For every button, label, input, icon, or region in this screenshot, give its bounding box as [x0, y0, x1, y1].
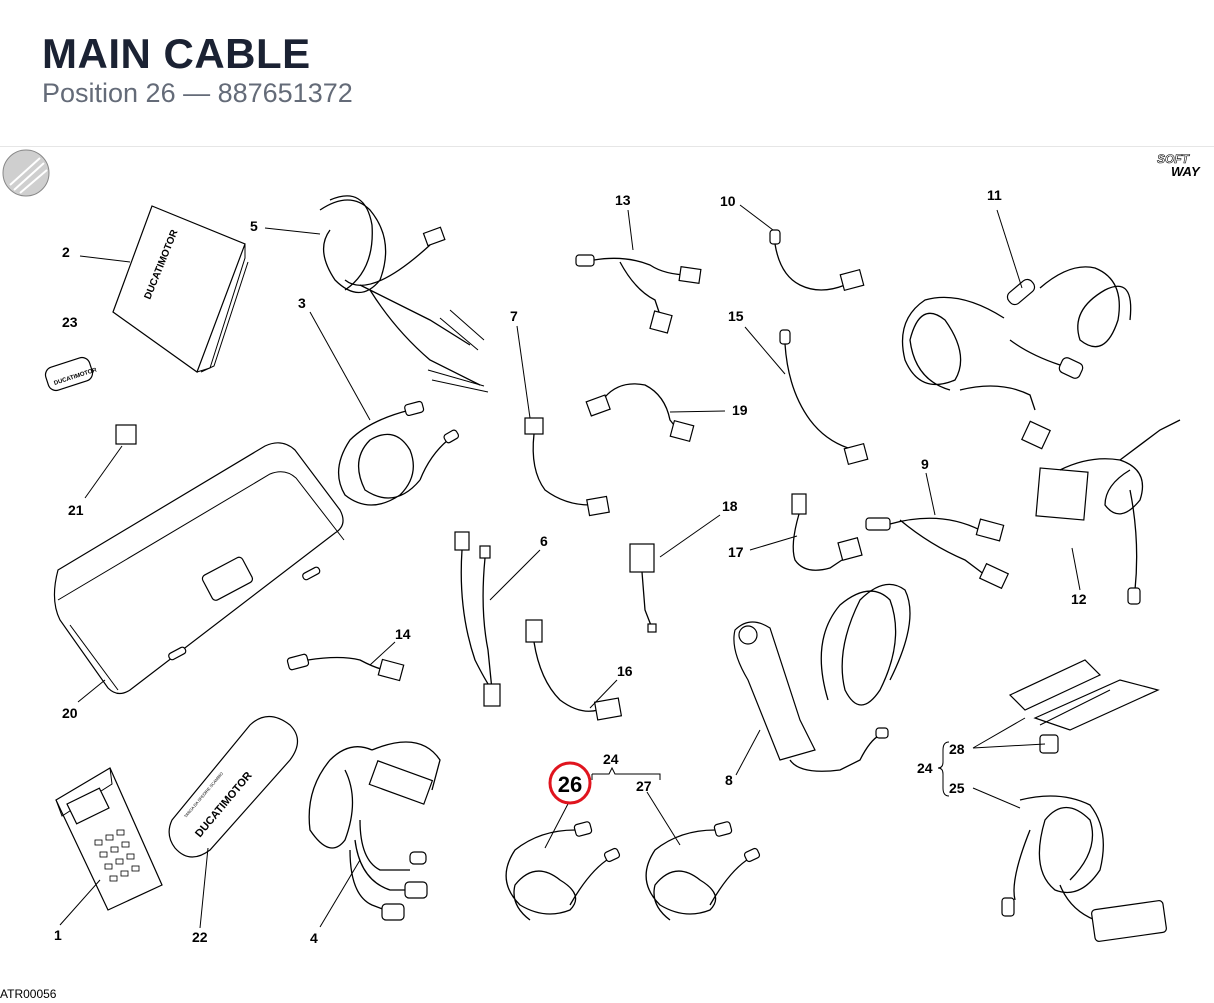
part-25-cable — [1001, 795, 1167, 942]
group-bracket-24 — [592, 766, 661, 780]
part-26-main-cable — [505, 821, 621, 921]
part-18-connector — [629, 543, 657, 633]
tonal-disc-icon — [2, 149, 50, 197]
label-5: 5 — [250, 218, 258, 234]
part-8-clamp-meter — [733, 583, 911, 772]
part-14-cable — [286, 653, 405, 682]
label-16: 16 — [617, 663, 633, 679]
label-26: 26 — [558, 772, 582, 797]
label-8: 8 — [725, 772, 733, 788]
part-9-cable — [865, 517, 1010, 590]
drawing-code: ATR00056 — [0, 987, 57, 1001]
label-14: 14 — [395, 626, 411, 642]
page-subtitle: Position 26 — 887651372 — [42, 78, 353, 108]
label-28: 28 — [949, 741, 965, 757]
part-12-module — [1035, 419, 1181, 605]
label-3: 3 — [298, 295, 306, 311]
leader-lines — [59, 204, 1081, 929]
label-13: 13 — [615, 192, 631, 208]
label-24-top: 24 — [603, 751, 619, 767]
part-28-bracket — [1008, 659, 1160, 754]
softway-logo: SOFT WAY — [1157, 152, 1201, 179]
part-17-cable — [791, 493, 863, 571]
part-5-clamp-cable — [319, 195, 489, 393]
part-6-cable — [454, 531, 501, 707]
label-9: 9 — [921, 456, 929, 472]
part-2-manual: DUCATIMOTOR — [112, 205, 249, 373]
label-10: 10 — [720, 193, 736, 209]
part-22-bag: DUCATIMOTOR TARGA DA SPEDIRE SCAMBIO — [168, 715, 299, 858]
part-16-cable — [525, 619, 623, 721]
page-header: MAIN CABLE Position 26 — 887651372 — [0, 0, 1214, 147]
part-1-tester — [55, 767, 163, 911]
reference-numbers: 1 2 3 4 5 6 7 8 9 10 11 12 13 14 15 16 1… — [54, 187, 1087, 946]
label-11: 11 — [987, 187, 1002, 203]
label-21: 21 — [68, 502, 84, 518]
label-27: 27 — [636, 778, 652, 794]
label-22: 22 — [192, 929, 208, 945]
part-20-case — [53, 442, 345, 695]
exploded-parts-diagram: SOFT WAY DUCATIMOTOR DUCATIMOTOR — [2, 149, 1201, 946]
label-24-side: 24 — [917, 760, 933, 776]
label-17: 17 — [728, 544, 744, 560]
label-25: 25 — [949, 780, 965, 796]
part-11-cable — [901, 266, 1132, 450]
highlighted-position-26[interactable]: 26 — [548, 761, 592, 805]
label-15: 15 — [728, 308, 744, 324]
part-10-cable — [769, 229, 865, 292]
label-7: 7 — [510, 308, 518, 324]
label-1: 1 — [54, 927, 62, 943]
svg-text:SOFT: SOFT — [1157, 152, 1191, 166]
part-4-cable — [308, 741, 441, 921]
label-6: 6 — [540, 533, 548, 549]
label-20: 20 — [62, 705, 78, 721]
label-19: 19 — [732, 402, 748, 418]
part-3-cable — [338, 400, 460, 506]
group-brace-24 — [937, 741, 950, 797]
page-title: MAIN CABLE — [42, 30, 311, 77]
part-21-block — [115, 424, 137, 445]
label-18: 18 — [722, 498, 738, 514]
label-4: 4 — [310, 930, 318, 946]
part-19-cable — [585, 383, 695, 443]
part-7-cable — [524, 417, 610, 517]
label-23: 23 — [62, 314, 78, 330]
label-12: 12 — [1071, 591, 1087, 607]
part-27-cable — [645, 821, 761, 921]
part-13-cable — [575, 254, 702, 334]
label-2: 2 — [62, 244, 70, 260]
part-15-cable — [779, 329, 869, 466]
svg-text:WAY: WAY — [1171, 164, 1201, 179]
highlight-ring — [548, 761, 592, 805]
part-23-tag: DUCATIMOTOR — [44, 356, 98, 392]
